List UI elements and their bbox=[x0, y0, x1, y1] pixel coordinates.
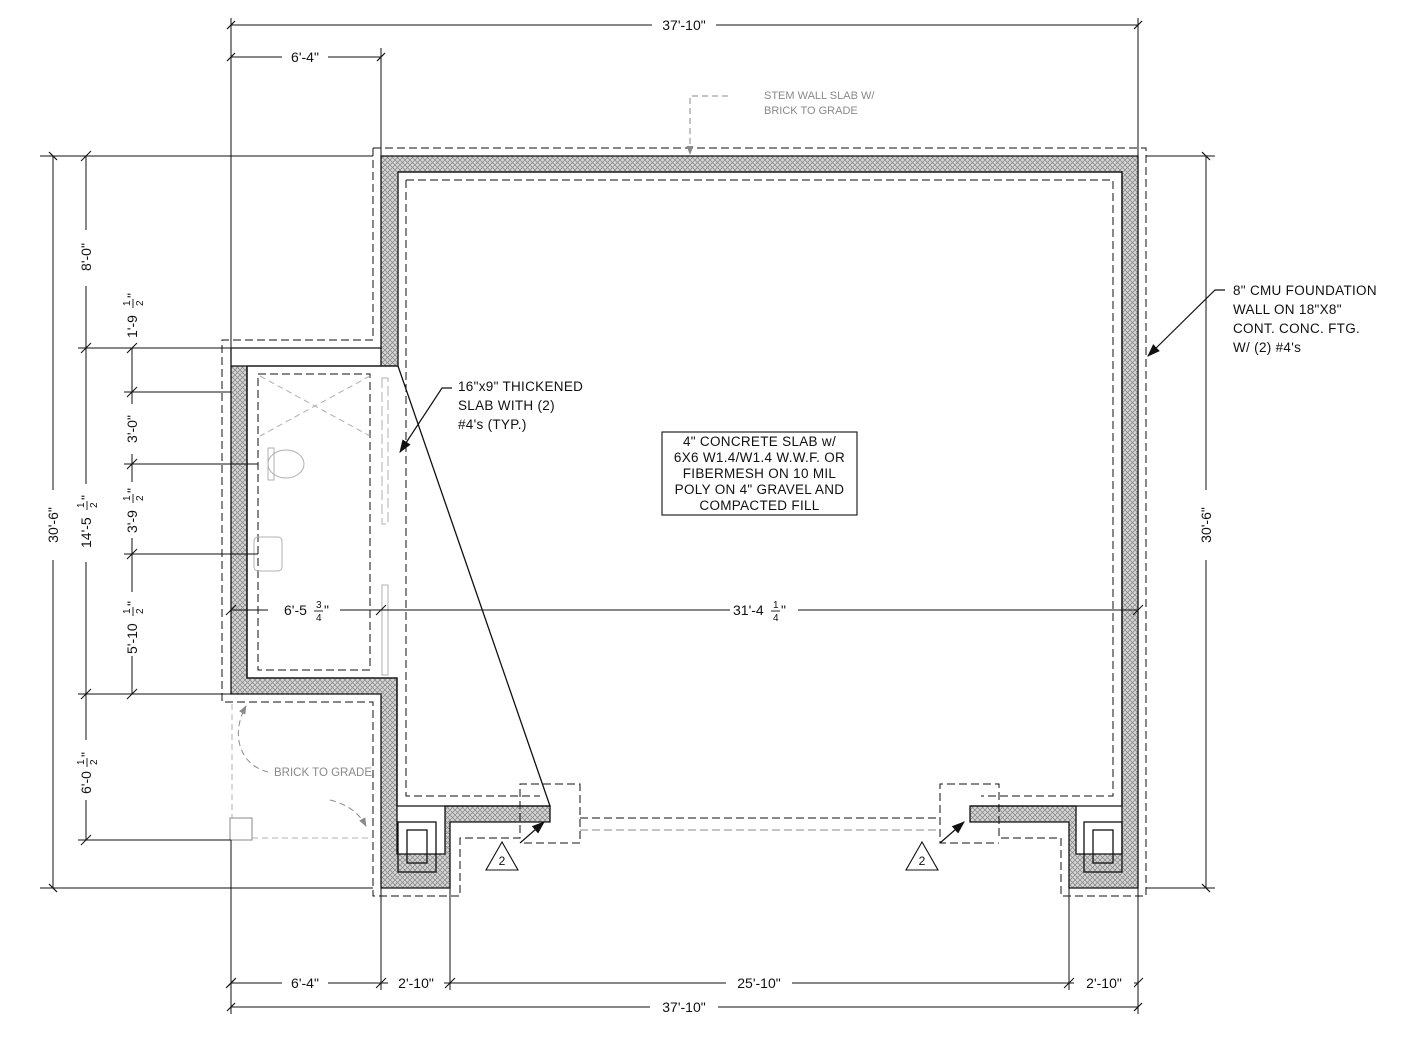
svg-text:2: 2 bbox=[89, 759, 100, 765]
dim-inner-3: 3'-9 1 2 " bbox=[122, 488, 146, 533]
svg-text:": " bbox=[124, 601, 140, 606]
dim-inner-1: 1'-9 1 2 " bbox=[122, 293, 146, 338]
svg-text:5'-10: 5'-10 bbox=[124, 623, 140, 654]
svg-text:#4's (TYP.): #4's (TYP.) bbox=[458, 417, 527, 432]
svg-text:6X6 W1.4/W1.4 W.W.F. OR: 6X6 W1.4/W1.4 W.W.F. OR bbox=[674, 450, 845, 465]
dimension-text-backgrounds bbox=[44, 16, 1215, 1016]
dim-bottom-seg-3: 25'-10" bbox=[737, 975, 780, 991]
svg-text:8" CMU FOUNDATION: 8" CMU FOUNDATION bbox=[1233, 283, 1377, 298]
svg-text:W/ (2) #4's: W/ (2) #4's bbox=[1233, 340, 1301, 355]
svg-text:2: 2 bbox=[499, 854, 506, 868]
dim-bottom-seg-1: 6'-4" bbox=[291, 975, 319, 991]
svg-text:WALL ON 18"X8": WALL ON 18"X8" bbox=[1233, 302, 1342, 317]
dim-left-overall: 30'-6" bbox=[45, 507, 61, 543]
svg-text:6'-0: 6'-0 bbox=[78, 771, 94, 794]
svg-text:": " bbox=[124, 488, 140, 493]
svg-text:6'-5: 6'-5 bbox=[284, 602, 307, 618]
footing-pier-right bbox=[1083, 821, 1123, 873]
svg-text:": " bbox=[78, 495, 94, 500]
svg-text:1: 1 bbox=[773, 600, 779, 611]
svg-text:2: 2 bbox=[135, 608, 146, 614]
dim-top-left: 6'-4" bbox=[291, 49, 319, 65]
svg-text:4" CONCRETE SLAB w/: 4" CONCRETE SLAB w/ bbox=[683, 434, 836, 449]
svg-text:14'-5: 14'-5 bbox=[78, 517, 94, 548]
dim-inner-2: 3'-0" bbox=[124, 415, 140, 443]
dim-left-bottom: 6'-0 1 2 " bbox=[76, 752, 100, 794]
svg-text:BRICK TO GRADE: BRICK TO GRADE bbox=[764, 105, 858, 117]
svg-text:1: 1 bbox=[122, 608, 133, 614]
svg-text:2: 2 bbox=[135, 495, 146, 501]
svg-text:": " bbox=[781, 602, 786, 618]
dim-bottom-seg-2: 2'-10" bbox=[398, 975, 434, 991]
section-marker-right: 2 bbox=[905, 821, 965, 871]
svg-text:SLAB WITH (2): SLAB WITH (2) bbox=[458, 398, 555, 413]
cmu-foundation-note: 8" CMU FOUNDATION WALL ON 18"X8" CONT. C… bbox=[1147, 283, 1377, 357]
svg-text:1: 1 bbox=[76, 759, 87, 765]
dim-top-overall: 37'-10" bbox=[662, 17, 705, 33]
svg-text:16"x9" THICKENED: 16"x9" THICKENED bbox=[458, 379, 583, 394]
svg-text:1: 1 bbox=[76, 502, 87, 508]
svg-text:": " bbox=[124, 293, 140, 298]
svg-text:2: 2 bbox=[135, 300, 146, 306]
section-marker-left: 2 bbox=[485, 821, 545, 871]
svg-text:3: 3 bbox=[316, 600, 322, 611]
svg-text:1: 1 bbox=[122, 495, 133, 501]
svg-text:4: 4 bbox=[316, 613, 322, 624]
dim-inner-4: 5'-10 1 2 " bbox=[122, 601, 146, 654]
brick-to-grade-note: BRICK TO GRADE bbox=[237, 705, 372, 827]
svg-text:2: 2 bbox=[919, 854, 926, 868]
svg-text:STEM WALL SLAB W/: STEM WALL SLAB W/ bbox=[764, 90, 875, 102]
dim-left-top: 8'-0" bbox=[78, 243, 94, 271]
svg-text:COMPACTED FILL: COMPACTED FILL bbox=[699, 498, 819, 513]
svg-text:4: 4 bbox=[773, 613, 779, 624]
dim-right-overall: 30'-6" bbox=[1198, 507, 1214, 543]
dim-bottom-overall: 37'-10" bbox=[662, 999, 705, 1015]
svg-text:3'-9: 3'-9 bbox=[124, 510, 140, 533]
dim-bottom-seg-4: 2'-10" bbox=[1086, 975, 1122, 991]
dim-left-middle: 14'-5 1 2 " bbox=[76, 495, 100, 548]
svg-text:31'-4: 31'-4 bbox=[733, 602, 764, 618]
thickened-slab-note: 16"x9" THICKENED SLAB WITH (2) #4's (TYP… bbox=[399, 379, 583, 454]
footing-outline-dashed bbox=[221, 147, 1147, 897]
stem-wall-note: STEM WALL SLAB W/ BRICK TO GRADE bbox=[686, 90, 875, 155]
svg-text:1: 1 bbox=[122, 300, 133, 306]
svg-text:1'-9: 1'-9 bbox=[124, 315, 140, 338]
foundation-wall bbox=[230, 155, 1139, 889]
svg-text:CONT. CONC. FTG.: CONT. CONC. FTG. bbox=[1233, 321, 1360, 336]
svg-text:2: 2 bbox=[89, 502, 100, 508]
svg-text:POLY ON 4" GRAVEL AND: POLY ON 4" GRAVEL AND bbox=[675, 482, 845, 497]
concrete-slab-note: 4" CONCRETE SLAB w/ 6X6 W1.4/W1.4 W.W.F.… bbox=[661, 431, 858, 516]
dim-interior-right: 31'-4 1 4 " bbox=[733, 600, 786, 624]
svg-text:": " bbox=[324, 602, 329, 618]
svg-text:BRICK TO GRADE: BRICK TO GRADE bbox=[274, 767, 372, 779]
svg-text:": " bbox=[78, 752, 94, 757]
dim-interior-left: 6'-5 3 4 " bbox=[284, 600, 329, 624]
footing-pier-left bbox=[397, 821, 437, 873]
svg-text:FIBERMESH ON 10 MIL: FIBERMESH ON 10 MIL bbox=[683, 466, 837, 481]
restroom-fixtures bbox=[229, 375, 389, 841]
